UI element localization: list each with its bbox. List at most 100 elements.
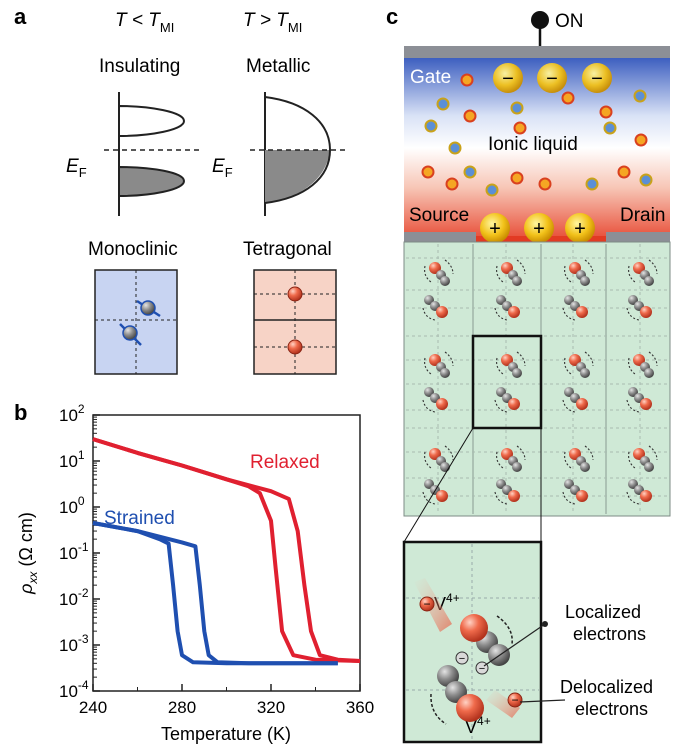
- electron-delocalized-2: [507, 692, 523, 708]
- vo2-dimer: [494, 295, 520, 321]
- cond-right: T > TMI: [243, 10, 302, 35]
- y-tick-label: 102: [59, 402, 85, 425]
- v4-label-bottom: V4+: [465, 714, 491, 737]
- vo2-dimer: [424, 445, 454, 472]
- anion-small: [448, 141, 462, 155]
- gate-contact-dot: [531, 11, 549, 29]
- localized-leader: [483, 623, 546, 667]
- gate-electrode: [404, 46, 670, 58]
- x-tick-label: 240: [79, 698, 107, 717]
- x-tick-label: 320: [257, 698, 285, 717]
- cation-small: [463, 109, 477, 123]
- fermi-label-right: EF: [212, 156, 233, 180]
- y-axis-label: ρxx (Ω cm): [16, 512, 40, 595]
- panel-c: c ON Gate Ionic liquid Source Drain − − …: [386, 4, 671, 744]
- cation-small: [513, 121, 527, 135]
- anion-minus-1: −: [493, 63, 523, 93]
- ionic-liquid-label: Ionic liquid: [488, 134, 578, 155]
- ionic-liquid: [404, 58, 670, 238]
- electron-localized-1-sign: −: [459, 653, 465, 665]
- vanadium-inset-1: [460, 614, 488, 642]
- source-label: Source: [409, 205, 469, 226]
- vo2-dimer: [422, 295, 448, 321]
- vo2-dimer: [494, 387, 520, 413]
- y-tick-label: 101: [59, 448, 85, 471]
- y-tick-label: 10-4: [59, 678, 89, 701]
- y-tick-label: 100: [59, 494, 85, 517]
- valence-band-empty: [118, 104, 186, 138]
- small-ions: [421, 73, 653, 197]
- anion-small: [603, 121, 617, 135]
- series-line-relaxed-heating: [92, 437, 361, 663]
- vo2-dimer: [422, 387, 448, 413]
- localized-label-1: Localized: [565, 602, 641, 622]
- vo2-dimer: [564, 259, 594, 286]
- electron-delocalized-2-sign: −: [511, 693, 518, 707]
- v-atom-dimer-1: [140, 300, 156, 316]
- localized-leader-dot: [542, 621, 548, 627]
- vo2-dimer: [628, 259, 658, 286]
- panel-c-label: c: [386, 4, 398, 29]
- vo2-dimer: [626, 387, 652, 413]
- vo2-dimer: [496, 259, 526, 286]
- rotation-arrow-1: [496, 615, 513, 645]
- cond-left: T < TMI: [115, 10, 174, 35]
- cation-small: [460, 73, 474, 87]
- cation-small: [634, 133, 648, 147]
- series-label-relaxed: Relaxed: [250, 452, 320, 473]
- series-line-strained-heating: [92, 521, 338, 666]
- svg-text:−: −: [546, 68, 558, 90]
- cation-plus-3: +: [565, 213, 595, 243]
- delocalized-leader: [519, 699, 566, 703]
- anion-small: [463, 165, 477, 179]
- localized-label-2: electrons: [573, 624, 646, 644]
- electron-delocalized-1-sign: −: [423, 597, 430, 611]
- x-tick-label: 360: [346, 698, 374, 717]
- cation-small: [445, 177, 459, 191]
- conduction-band-filled: [118, 165, 186, 198]
- anion-small: [485, 183, 499, 197]
- x-axis-label: Temperature (K): [161, 724, 291, 744]
- electron-localized-1: [455, 651, 469, 665]
- delocalized-trail-2: [486, 690, 520, 718]
- anion-minus-3: −: [582, 63, 612, 93]
- panel-b-label: b: [14, 400, 27, 425]
- series-line-relaxed-cooling: [92, 437, 361, 663]
- cation-small: [538, 177, 552, 191]
- series-label-strained: Strained: [104, 508, 175, 529]
- anion-small: [639, 173, 653, 187]
- vo2-dimer: [628, 351, 658, 378]
- cation-small: [421, 165, 435, 179]
- fermi-label-left: EF: [66, 156, 87, 180]
- v-atom-tetragonal-1: [287, 286, 303, 302]
- delocalized-label-1: Delocalized: [560, 677, 653, 697]
- v-atom-dimer-2: [122, 325, 138, 341]
- panel-a-label: a: [14, 4, 27, 29]
- y-tick-label: 10-1: [59, 540, 89, 563]
- anion-small: [585, 177, 599, 191]
- anion-small: [633, 89, 647, 103]
- vo2-dimer: [562, 295, 588, 321]
- svg-text:−: −: [591, 68, 603, 90]
- anion-small: [510, 101, 524, 115]
- vo2-dimer: [562, 387, 588, 413]
- anion-small: [436, 97, 450, 111]
- phase-monoclinic: Monoclinic: [88, 239, 178, 260]
- v-atom-tetragonal-2: [287, 339, 303, 355]
- cation-small: [561, 91, 575, 105]
- delocalized-label-2: electrons: [575, 699, 648, 719]
- cation-plus-2: +: [524, 213, 554, 243]
- on-label: ON: [555, 11, 584, 32]
- chart-series: [92, 437, 361, 666]
- drain-electrode: [606, 232, 670, 242]
- cation-plus-1: +: [480, 213, 510, 243]
- metal-band-filled: [265, 150, 330, 203]
- vo2-dimer: [424, 259, 454, 286]
- phase-tetragonal: Tetragonal: [243, 239, 332, 260]
- vo2-dimer: [564, 445, 594, 472]
- y-tick-label: 10-3: [59, 632, 89, 655]
- metal-band-outline: [264, 96, 332, 204]
